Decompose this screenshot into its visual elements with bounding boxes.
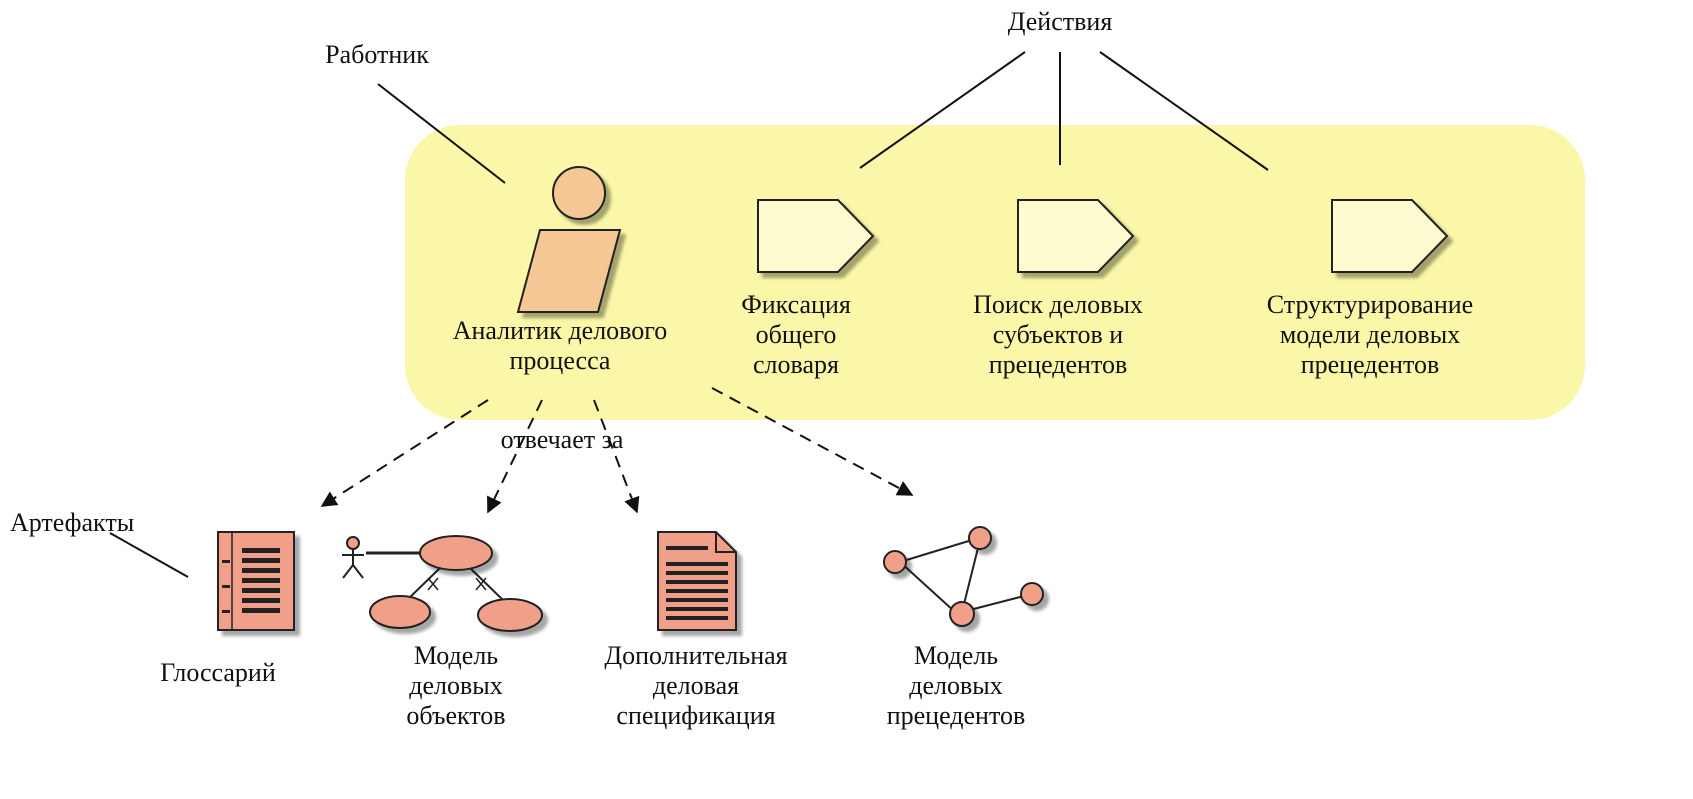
activity-icon-3 [1331, 199, 1449, 273]
worker-callout-label: Работник [325, 40, 429, 69]
artifacts-callout-line [109, 532, 189, 578]
glossary-icon [217, 531, 295, 631]
artifact-label-glossary: Глоссарий [160, 658, 276, 687]
artifacts-callout-label: Артефакты [10, 508, 135, 537]
worker-callout-line [377, 83, 506, 184]
actions-callout-label: Действия [1007, 7, 1113, 36]
object-model-icon [342, 535, 543, 632]
responsible-for-label: отвечает за [500, 425, 624, 454]
activity-icon-1 [757, 199, 875, 273]
actions-callout-line-3 [1099, 51, 1269, 171]
activity-icon-2 [1017, 199, 1135, 273]
responsibility-arrow-usecase-model [711, 387, 914, 496]
usecase-model-icon [883, 526, 1044, 627]
actions-callout-line-1 [859, 51, 1026, 169]
worker-activities-region [405, 125, 1585, 420]
specification-icon [657, 531, 737, 631]
worker-icon [516, 166, 622, 313]
responsibility-arrow-glossary [320, 399, 489, 507]
responsibility-arrow-object-model [487, 399, 543, 514]
